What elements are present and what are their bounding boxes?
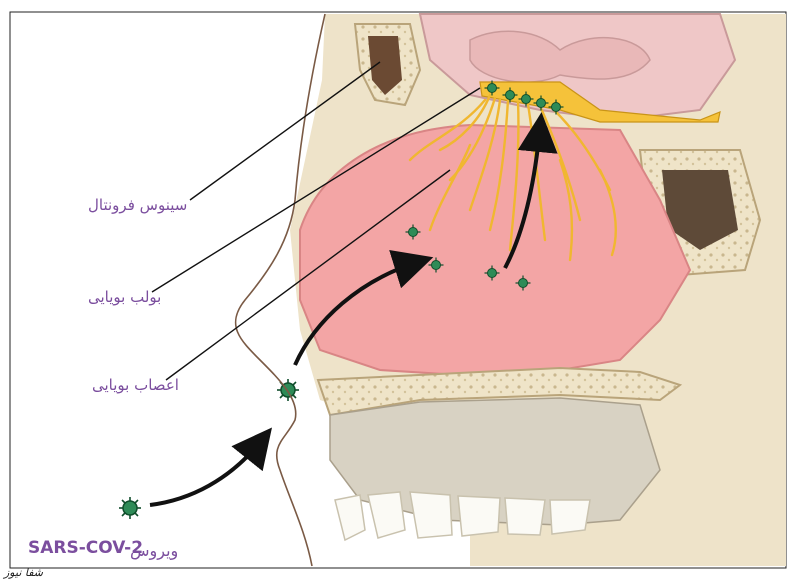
nasal-cavity: [300, 125, 690, 375]
label-virus-name: SARS-COV-2: [28, 538, 143, 558]
watermark: شفا نیوز: [4, 566, 43, 579]
label-olfactory-nerves: اعصاب بویایی: [92, 376, 179, 394]
label-frontal-sinus: سینوس فرونتال: [88, 196, 187, 214]
label-olfactory-bulb: بولب بویایی: [88, 288, 161, 306]
label-virus-prefix: ویروس: [130, 541, 178, 560]
virus-icon: [119, 497, 141, 519]
